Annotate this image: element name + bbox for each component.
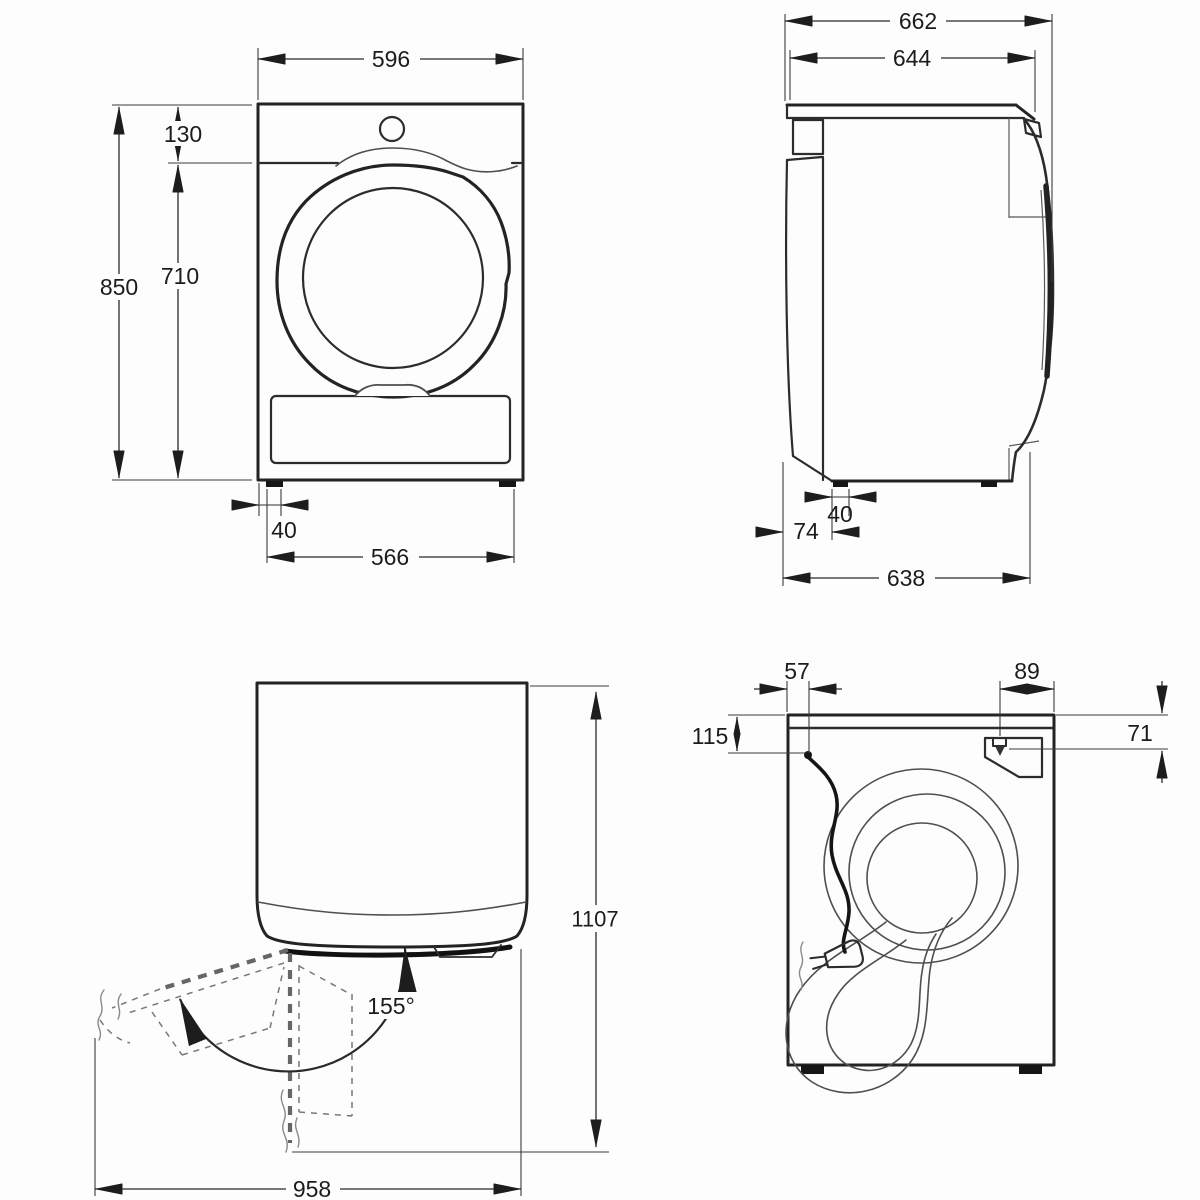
- power-plug: [809, 939, 864, 970]
- label-front-width: 596: [372, 46, 410, 72]
- top-view-door-open: 155° 1107 958: [94, 681, 626, 1200]
- drawer-handle: [354, 383, 431, 397]
- dim-front-heights: 850 130 710: [96, 104, 252, 481]
- front-view: 596 850 130 710 40: [96, 46, 525, 570]
- dim-front-width: 596: [257, 46, 524, 100]
- drain-hose-inner: [825, 933, 937, 1072]
- top-door-handle: [433, 944, 502, 958]
- side-door-handle: [1043, 183, 1054, 379]
- hose-clip-tip: [995, 746, 1005, 756]
- dim-front-foot: 40: [231, 483, 309, 543]
- hose-clip: [992, 737, 1007, 747]
- dim-hose-drop: 71: [1009, 681, 1168, 783]
- label-cord-drop: 115: [692, 723, 729, 749]
- label-depth-body: 644: [893, 45, 932, 71]
- dim-width-door-open: 958: [94, 949, 522, 1200]
- label-panel-height: 130: [164, 121, 202, 147]
- front-right-foot: [499, 481, 516, 487]
- side-door-handle-inner: [1040, 189, 1046, 371]
- rear-right-foot: [1019, 1065, 1042, 1074]
- label-depth-total: 662: [899, 8, 937, 34]
- label-width-door-open: 958: [293, 1176, 331, 1200]
- side-rear-panel-edge: [784, 158, 795, 458]
- rear-drum-opening: [866, 822, 978, 934]
- rear-view: 57 89 115 71: [692, 658, 1168, 1094]
- dim-feet-span: 566: [266, 489, 515, 570]
- power-button: [378, 115, 406, 143]
- dim-height-door-open: 1107: [292, 685, 626, 1153]
- label-depth-base: 638: [887, 565, 925, 591]
- cord-break-mark: [798, 941, 804, 991]
- side-lid-corner: [1014, 103, 1036, 121]
- dim-hose-inset: 89: [999, 658, 1055, 736]
- label-hose-inset: 89: [1014, 658, 1040, 684]
- front-cabinet-outline: [256, 102, 525, 482]
- dim-depth-body: 644: [789, 45, 1036, 112]
- label-feet-span: 566: [371, 544, 409, 570]
- label-side-foot: 40: [827, 501, 853, 527]
- label-front-foot: 40: [271, 517, 297, 543]
- front-left-foot: [266, 481, 283, 487]
- dim-cord-inset: 57: [754, 658, 842, 753]
- rear-drum-outer: [823, 768, 1019, 964]
- label-total-height: 850: [100, 274, 138, 300]
- label-height-door-open: 1107: [571, 907, 618, 932]
- side-rear-panel-bottom: [791, 454, 834, 483]
- side-rear-panel-top: [785, 155, 824, 162]
- label-door-region-height: 710: [161, 263, 199, 289]
- dim-depth-total: 662: [784, 8, 1053, 282]
- rear-drum-middle: [848, 793, 1006, 951]
- label-door-angle: 155°: [367, 993, 415, 1019]
- hose-holder-bracket: [983, 736, 1044, 779]
- top-cabinet-outline: [255, 681, 529, 949]
- side-rear-box: [791, 118, 825, 156]
- door-outer-ring: [275, 163, 511, 399]
- drain-hose-outer: [785, 917, 953, 1094]
- lower-drawer: [269, 394, 512, 465]
- side-rear-foot: [833, 481, 848, 487]
- dim-rear-clearance: 74: [755, 462, 860, 586]
- dim-side-foot: 40: [804, 489, 877, 540]
- side-door-profile: [1010, 117, 1055, 483]
- door-open-155: [97, 947, 289, 1056]
- door-open-90: [280, 953, 353, 1153]
- door-window: [301, 186, 485, 370]
- label-cord-inset: 57: [784, 658, 810, 684]
- rear-cabinet-outline: [786, 713, 1056, 1067]
- door-top-trim: [335, 147, 518, 173]
- rear-left-foot: [801, 1065, 824, 1074]
- label-rear-clearance: 74: [793, 518, 819, 544]
- side-view: 662 644 40 74: [755, 8, 1055, 591]
- label-hose-drop: 71: [1127, 720, 1153, 746]
- dim-depth-base: 638: [782, 452, 1031, 591]
- side-front-foot: [981, 481, 997, 487]
- power-cord: [806, 755, 851, 954]
- top-front-band: [257, 901, 527, 916]
- side-lid-latch: [1022, 117, 1043, 139]
- dim-cord-drop: 115: [692, 714, 806, 754]
